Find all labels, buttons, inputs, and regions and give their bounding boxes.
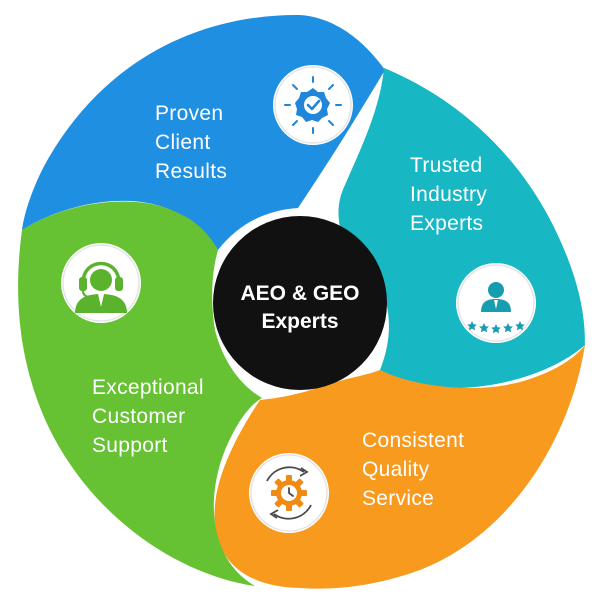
hub-title: AEO & GEO (240, 282, 359, 305)
svg-text:Trusted: Trusted (410, 154, 483, 177)
label-consistent: Consistent Quality Service (362, 429, 464, 510)
hub-subtitle: Experts (261, 310, 338, 333)
svg-text:Experts: Experts (410, 212, 483, 235)
svg-text:Quality: Quality (362, 458, 430, 481)
svg-text:Support: Support (92, 434, 168, 457)
label-proven: Proven Client Results (155, 102, 227, 183)
svg-text:Customer: Customer (92, 405, 185, 428)
verified-badge-icon (273, 65, 353, 145)
label-support: Exceptional Customer Support (92, 376, 204, 457)
gear-clock-icon (249, 453, 329, 533)
svg-text:Proven: Proven (155, 102, 223, 125)
svg-text:Client: Client (155, 131, 211, 154)
headset-agent-icon (61, 243, 141, 323)
label-trusted: Trusted Industry Experts (410, 154, 487, 235)
hub-circle (213, 216, 387, 390)
svg-text:Industry: Industry (410, 183, 487, 206)
svg-text:Consistent: Consistent (362, 429, 464, 452)
svg-text:Results: Results (155, 160, 227, 183)
svg-text:Exceptional: Exceptional (92, 376, 204, 399)
expert-rating-icon (456, 263, 536, 343)
svg-text:Service: Service (362, 487, 434, 510)
